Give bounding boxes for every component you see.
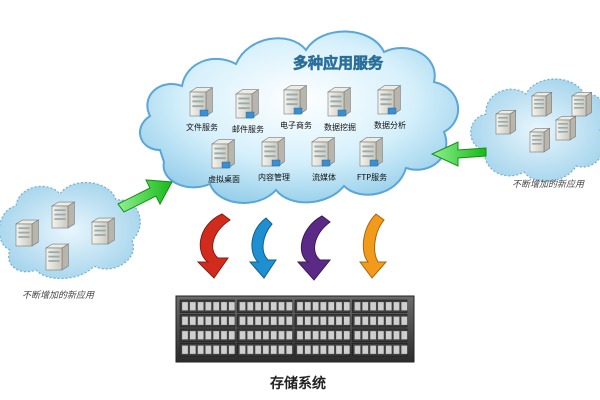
storage-rack [175,295,415,363]
service-label: 数据挖掘 [324,122,356,132]
right-cloud-servers [494,91,593,153]
service-label: 邮件服务 [232,124,264,134]
server-icon [189,87,214,117]
service-item: FTP服务 [357,137,387,182]
server-icon [50,201,76,229]
service-item: 文件服务 [186,87,218,132]
service-item: 虚拟桌面 [208,139,240,184]
red-arrow [196,213,231,279]
service-label: 电子商务 [280,120,312,130]
right-cloud-label: 不断增加的新应用 [512,179,585,190]
server-icon [570,91,593,117]
server-icon [528,127,551,153]
left-app-cloud: 不断增加的新应用 [0,181,141,301]
service-item: 内容管理 [258,137,290,182]
service-item: 数据分析 [374,85,406,130]
left-cloud-label: 不断增加的新应用 [22,290,95,301]
orange-arrow [359,213,388,279]
left-green-arrow [117,179,173,213]
server-icon [494,109,517,135]
server-icon [530,91,553,117]
right-app-cloud: 不断增加的新应用 [470,78,600,190]
left-cloud-servers [14,201,116,271]
service-label: FTP服务 [357,172,387,182]
service-item: 电子商务 [280,85,312,130]
service-label: 虚拟桌面 [208,174,240,184]
storage-label: 存储系统 [270,375,326,392]
server-icon [554,115,577,141]
service-item: 邮件服务 [232,89,264,134]
service-label: 数据分析 [374,120,406,130]
blue-arrow [248,217,277,279]
service-item: 流媒体 [311,137,336,182]
service-label: 文件服务 [186,122,218,132]
server-icon [44,243,70,271]
server-icon [90,217,116,245]
cloud-title: 多种应用服务 [293,54,384,72]
purple-arrow [296,215,332,281]
main-cloud: 多种应用服务 [139,30,460,204]
server-icon [14,219,40,247]
right-green-arrow [430,141,487,167]
service-item: 数据挖掘 [324,87,356,132]
service-label: 内容管理 [258,172,290,182]
service-label: 流媒体 [312,172,336,182]
